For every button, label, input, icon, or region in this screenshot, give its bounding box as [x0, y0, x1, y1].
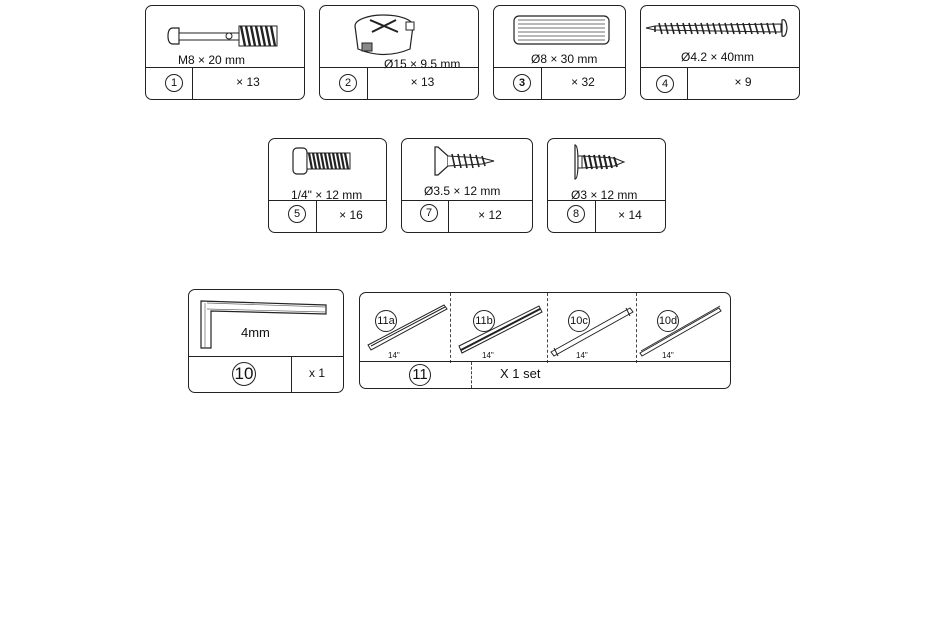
part-spec: Ø4.2 × 40mm [681, 50, 754, 64]
part-number: 4 [656, 75, 674, 93]
part-row: 3 × 32 [494, 67, 625, 99]
part-number: 3 [513, 74, 531, 92]
part-number-cell: 4 [641, 68, 688, 99]
drawer-slides-number-cell: 11 [360, 362, 472, 388]
part-number-cell: 8 [548, 201, 596, 232]
part-card-3: Ø8 × 30 mm 3 × 32 [493, 5, 626, 100]
part-number: 1 [165, 74, 183, 92]
part-spec: M8 × 20 mm [178, 53, 245, 67]
slide-cell: 11a 14" [360, 293, 450, 363]
allen-key-icon [189, 290, 345, 350]
part-quantity: × 9 [687, 68, 799, 99]
part-card-5: 1/4" × 12 mm 5 × 16 [268, 138, 387, 233]
allen-key-number-cell: 10 [189, 357, 292, 392]
slide-cell: 11b 14" [451, 293, 547, 363]
part-quantity: × 12 [448, 201, 532, 232]
part-quantity: × 13 [367, 68, 478, 99]
part-number-cell: 7 [402, 201, 449, 232]
drawer-slide-icon [637, 293, 731, 363]
part-card-8: Ø3 × 12 mm 8 × 14 [547, 138, 666, 233]
part-spec: Ø3.5 × 12 mm [424, 184, 500, 198]
part-row: 8 × 14 [548, 200, 665, 232]
part-number: 8 [567, 205, 585, 223]
drawer-slides-quantity: X 1 set [500, 362, 550, 388]
slide-length: 14" [388, 351, 400, 360]
drawer-slides-row: 11 X 1 set [360, 361, 730, 388]
part-spec: Ø8 × 30 mm [531, 52, 597, 66]
part-number: 2 [339, 74, 357, 92]
part-card-7: Ø3.5 × 12 mm 7 × 12 [401, 138, 533, 233]
drawer-slides-number: 11 [409, 364, 431, 386]
part-card-2: Ø15 × 9.5 mm 2 × 13 [319, 5, 479, 100]
part-card-4: Ø4.2 × 40mm 4 × 9 [640, 5, 800, 100]
part-row: 7 × 12 [402, 200, 532, 232]
part-quantity: × 32 [541, 68, 625, 99]
part-quantity: × 14 [595, 201, 665, 232]
drawer-slide-icon [451, 293, 547, 363]
part-quantity: × 13 [192, 68, 304, 99]
allen-key-quantity: x 1 [291, 357, 343, 392]
slide-cell: 10c 14" [548, 293, 636, 363]
part-card-1: M8 × 20 mm 1 × 13 [145, 5, 305, 100]
allen-key-number: 10 [232, 362, 256, 386]
part-number: 5 [288, 205, 306, 223]
slide-length: 14" [576, 351, 588, 360]
part-number-cell: 3 [494, 68, 542, 99]
slide-length: 14" [482, 351, 494, 360]
part-number: 7 [420, 204, 438, 222]
drawer-slide-icon [548, 293, 636, 363]
part-row: 1 × 13 [146, 67, 304, 99]
part-number-cell: 2 [320, 68, 368, 99]
allen-key-spec: 4mm [241, 325, 270, 340]
part-row: 2 × 13 [320, 67, 478, 99]
part-row: 4 × 9 [641, 67, 799, 99]
slide-length: 14" [662, 351, 674, 360]
part-quantity: × 16 [316, 201, 386, 232]
allen-key-row: 10 x 1 [189, 356, 343, 392]
allen-key-card: 4mm 10 x 1 [188, 289, 344, 393]
part-number-cell: 1 [146, 68, 193, 99]
slide-cell: 10d 14" [637, 293, 731, 363]
drawer-slides-card: 11a 14" 11b 14" 10c 14" 10d 14" [359, 292, 731, 389]
part-row: 5 × 16 [269, 200, 386, 232]
drawer-slide-icon [360, 293, 450, 363]
part-number-cell: 5 [269, 201, 317, 232]
